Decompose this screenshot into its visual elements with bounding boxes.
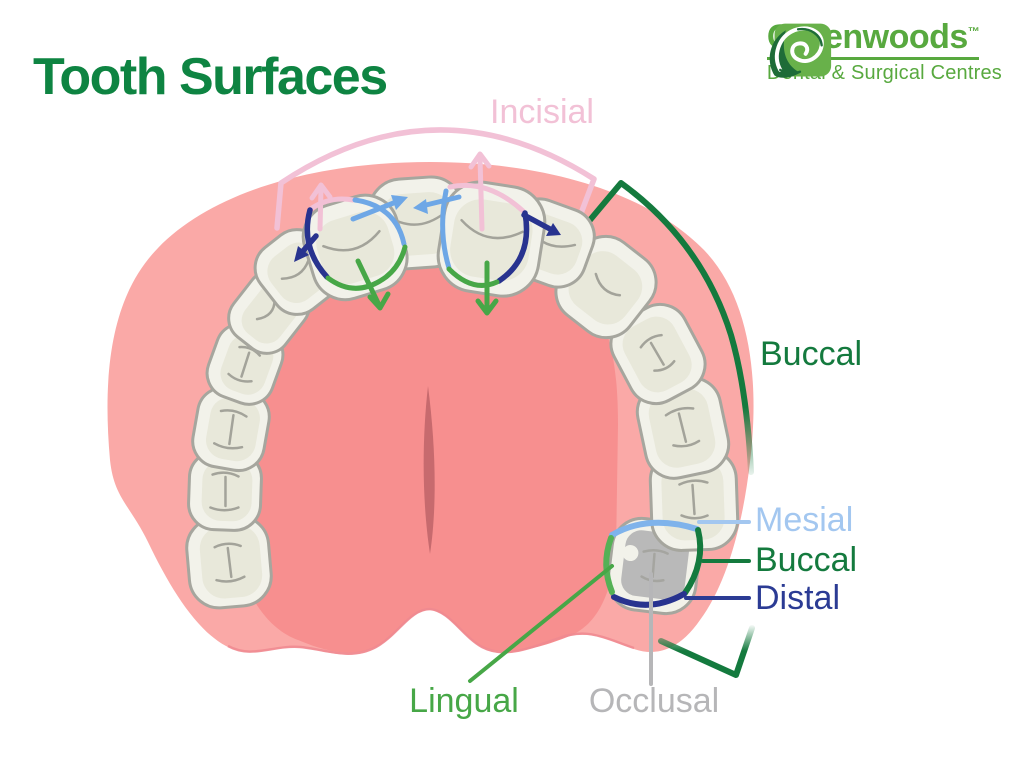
distal-arrow-right: [521, 212, 561, 236]
tooth-groove: [460, 218, 524, 240]
tooth-groove: [639, 333, 676, 372]
tooth-premolar1-right: [609, 302, 707, 406]
lingual-label: Lingual: [409, 682, 519, 720]
arrow-shaft: [423, 194, 462, 208]
gum-bottom-edge: [227, 607, 635, 655]
tooth-groove: [678, 479, 709, 520]
tooth-molar1-left: [191, 385, 271, 473]
arrow-shaft: [521, 212, 553, 232]
arrow-head: [546, 223, 561, 236]
incisial-label: Incisial: [490, 93, 594, 131]
arrow-head: [294, 246, 309, 262]
greenwoods-logo: Greenwoods™ Dental & Surgical Centres: [766, 20, 1002, 85]
tooth-groove: [594, 272, 622, 297]
median-raphe: [423, 386, 435, 554]
buccal-main-label: Buccal: [760, 335, 862, 373]
incisial-edge-right: [447, 182, 526, 214]
lingual-connector: [468, 564, 614, 683]
buccal-bracket: [587, 180, 754, 475]
arrow-shaft: [300, 233, 319, 254]
tooth-shade: [568, 251, 643, 325]
tooth-groove: [213, 409, 248, 450]
tooth-groove: [664, 406, 701, 448]
distal-label: Distal: [755, 579, 840, 617]
arrow-head: [309, 182, 333, 201]
arrow-shaft: [350, 199, 399, 222]
occlusal-label: Occlusal: [589, 682, 719, 720]
distal-edge-molar: [611, 591, 687, 608]
logo-g-accent: [778, 27, 823, 75]
logo-divider: [766, 57, 979, 60]
lingual-arrow-left: [355, 258, 391, 311]
arrow-shaft: [477, 155, 485, 232]
distal-edge-right: [496, 210, 530, 284]
lingual-arrow-right: [475, 260, 499, 316]
arrow-shaft: [317, 186, 324, 232]
arrow-head: [475, 298, 499, 316]
incisial-bracket: [274, 127, 597, 231]
arrow-head: [468, 151, 492, 170]
arrow-head: [391, 195, 408, 210]
mesial-arrow-right: [413, 194, 462, 214]
tooth-central-incisor-right-highlighted: [436, 180, 547, 298]
buccal-tooth-label: Buccal: [755, 541, 857, 579]
lingual-edge-right: [446, 266, 500, 288]
mesial-edge-molar: [609, 519, 700, 538]
arrow-head: [367, 291, 391, 311]
mesial-edge-left: [352, 197, 407, 247]
incisial-arrow-left: [309, 182, 333, 232]
tooth-groove: [213, 542, 246, 583]
occlusal-highlight: [622, 545, 639, 562]
tooth-shade: [201, 460, 253, 522]
mesial-label: Mesial: [755, 501, 853, 539]
distal-arrow-left: [294, 233, 319, 262]
buccal-edge-molar: [682, 527, 704, 596]
tooth-groove: [280, 259, 310, 280]
incisial-arrow-right: [468, 151, 492, 232]
incisial-edge-left: [309, 196, 356, 211]
trademark-symbol: ™: [967, 24, 980, 39]
buccal-bracket-bottom: [658, 625, 755, 678]
page-title: Tooth Surfaces: [33, 47, 388, 106]
tooth-groove: [322, 229, 381, 252]
greenwoods-logo-icon: [769, 23, 832, 78]
tooth-shade: [450, 199, 533, 281]
mesial-arrow-left: [350, 195, 408, 222]
tooth-groove: [209, 471, 240, 512]
tooth-lateral-incisor-left-highlighted: [301, 193, 409, 302]
logo-g-swirl: [774, 26, 824, 72]
tooth-shade: [199, 525, 263, 599]
lingual-edge-left: [325, 244, 408, 291]
arrow-head: [413, 199, 428, 214]
lingual-edge-molar: [603, 535, 615, 595]
arrow-shaft: [355, 258, 381, 306]
